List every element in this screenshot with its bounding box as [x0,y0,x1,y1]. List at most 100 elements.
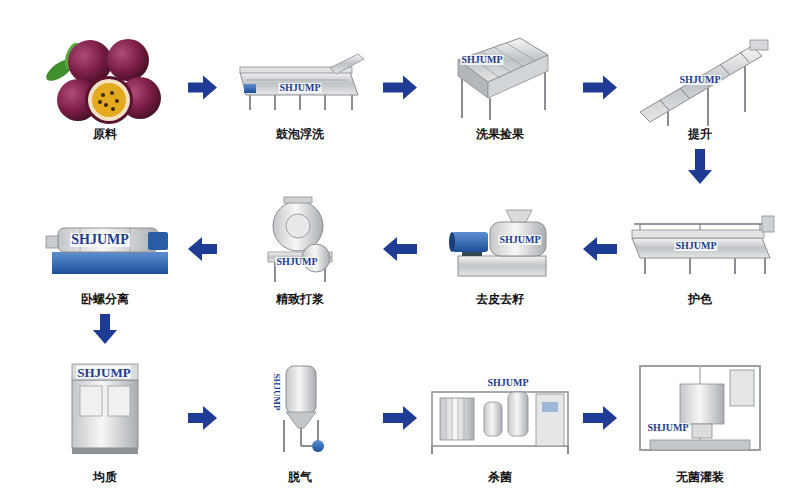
decanter-centrifuge-part [148,232,168,250]
color-protection-tank-part [632,230,764,238]
color-protection-tank-part [632,238,770,258]
color-protection-tank-part [764,258,766,274]
process-step: 洗果捡果 [420,30,580,145]
process-step: 脱气 [220,348,380,488]
bubble-washer-part [274,94,276,110]
decanter-centrifuge [46,228,168,274]
bubble-washer-part [246,80,348,81]
bubble-washer-part [240,72,358,95]
flow-arrow [383,76,417,100]
pulping-machine [268,197,332,282]
elevator-conveyor-part [744,60,746,112]
color-protection-tank [632,216,774,274]
deaerator [284,366,324,452]
color-protection-tank-part [640,224,641,230]
aseptic-filler-part [730,370,754,406]
passion-fruit-part [85,76,133,124]
brand-watermark: SHJUMP [272,373,281,412]
inspection-table-part [482,52,512,73]
aseptic-filler-part [640,366,760,450]
color-protection-tank-part [760,224,761,230]
brand-watermark: SHJUMP [674,241,717,251]
flow-arrow-shape [383,76,417,100]
flow-arrow [383,406,417,430]
process-step: 提升 [620,30,780,145]
flow-arrow [188,406,217,430]
passion-fruit-part [88,79,130,121]
inspection-table-part [488,55,548,98]
sterilizer-part [446,398,447,440]
passion-fruit-part [98,100,102,104]
homogenizer-part [108,386,130,416]
peeling-machine-part [452,232,488,252]
deaerator-part [300,428,302,446]
peeling-machine-part [462,252,482,256]
process-step: 护色 [620,188,780,310]
flow-arrow [583,406,617,430]
pulping-machine-part [274,262,276,282]
aseptic-filler-part [680,384,724,424]
color-protection-tank-part [700,224,701,230]
brand-watermark: SHJUMP [70,233,130,247]
flow-arrow-shape [188,76,217,100]
step-label: 鼓泡浮洗 [220,127,380,141]
flow-arrow-shape [383,406,417,430]
pulping-machine-part [286,214,310,238]
step-label: 卧螺分离 [25,292,185,306]
sterilizer-part [567,446,569,454]
sterilizer-part [458,398,459,440]
pulping-machine-part [284,197,312,203]
flow-arrow-shape [383,237,417,261]
peeling-machine-part [449,232,455,252]
inspection-table-part [470,56,500,78]
peeling-machine-part [490,222,546,256]
step-label: 杀菌 [420,470,580,484]
flow-arrow-shape [188,237,217,261]
aseptic-filler-part [650,440,750,450]
flow-arrow [383,237,417,261]
bubble-washer-part [249,94,251,110]
homogenizer-part [72,380,138,448]
deaerator-part [312,440,324,452]
flow-arrow [583,76,617,100]
homogenizer-part [72,448,138,454]
step-label: 去皮去籽 [420,292,580,306]
color-protection-tank-part [689,258,691,274]
sterilizer-part [484,402,502,436]
inspection-table [458,38,548,120]
pulping-machine-part [302,244,330,272]
bubble-washer-part [299,94,301,110]
step-label: 精致打浆 [220,292,380,306]
brand-watermark: SHJUMP [275,257,318,267]
step-label: 无菌灌装 [620,470,780,484]
flow-arrow [93,314,117,344]
flow-arrow [188,237,217,261]
passion-fruit-part [104,103,108,107]
deaerator-part [301,445,312,447]
brand-watermark: SHJUMP [646,423,689,433]
peeling-machine-part [506,210,532,222]
deaerator-part [283,420,285,452]
brand-watermark: SHJUMP [498,235,541,245]
process-step: 原料 [25,30,185,145]
sterilizer [432,392,568,454]
decanter-centrifuge-part [46,236,58,248]
homogenizer-part [80,386,102,416]
sterilizer-part [431,446,433,454]
pulping-machine-part [273,201,323,251]
flow-arrow-shape [688,149,712,184]
brand-watermark: SHJUMP [278,83,321,93]
sterilizer-part [508,392,528,436]
passion-fruit-part [115,99,119,103]
sterilizer-part [464,398,465,440]
elevator-conveyor-part [660,100,669,110]
step-label: 均质 [25,470,185,484]
elevator-conveyor-part [680,88,689,98]
bubble-washer-part [324,94,326,110]
flow-arrow-shape [583,237,617,261]
flow-arrow-shape [583,76,617,100]
bubble-washer-part [244,84,256,93]
